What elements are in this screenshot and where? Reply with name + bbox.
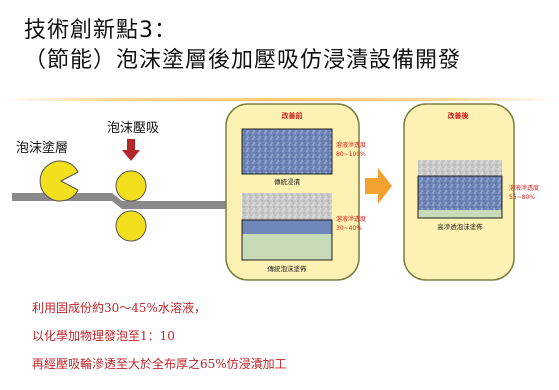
before-bottom-note-line1: 溶液滲透度: [336, 215, 366, 223]
traditional-foam-top-layer: [242, 193, 332, 220]
traditional-dipping-box: [241, 128, 333, 175]
high-penetration-box-outline: [417, 175, 503, 219]
after-note-line2: 55~80%: [509, 194, 535, 201]
traditional-dipping-label: 傳統浸漬: [274, 177, 301, 186]
page-title-line2: （節能）泡沫塗層後加壓吸仿浸漬設備開發: [24, 48, 462, 73]
note-line-3: 再經壓吸輪滲透至大於全布厚之65%仿浸漬加工: [32, 357, 287, 371]
before-top-note-line1: 溶液滲透度: [336, 141, 366, 149]
before-top-note-line2: 80~100%: [336, 151, 366, 158]
improvement-arrow-icon: [365, 168, 392, 204]
traditional-foam-fabric-layer: [242, 234, 332, 260]
before-bottom-note-line2: 30~40%: [336, 225, 362, 232]
page-title-line1: 技術創新點3：: [24, 18, 177, 43]
traditional-foam-label: 傳統泡沫塗佈: [268, 264, 308, 273]
title-divider-band: [0, 98, 559, 101]
high-penetration-top-layer: [418, 160, 502, 176]
high-penetration-label: 高滲透泡沫塗佈: [437, 222, 483, 231]
high-penetration-fabric-layer: [418, 210, 502, 218]
foam-coater-icon: [39, 160, 79, 202]
before-panel-header: 改善前: [282, 111, 303, 120]
after-note-line1: 溶液滲透度: [509, 184, 539, 192]
after-panel-header: 改善後: [448, 111, 470, 120]
high-penetration-blue-layer: [418, 176, 502, 210]
note-line-2: 以化學加物理發泡至1：10: [32, 329, 175, 343]
top-roller-icon: [115, 170, 147, 202]
down-arrow-icon: [122, 139, 140, 161]
note-line-1: 利用固成份約30～45%水溶液，: [32, 301, 206, 315]
bottom-roller-icon: [115, 210, 147, 242]
foam-pressure-label: 泡沫壓吸: [107, 121, 160, 136]
traditional-foam-blue-layer: [242, 220, 332, 234]
traditional-foam-box-outline: [241, 219, 333, 261]
foam-coating-label: 泡沫塗層: [16, 141, 69, 156]
